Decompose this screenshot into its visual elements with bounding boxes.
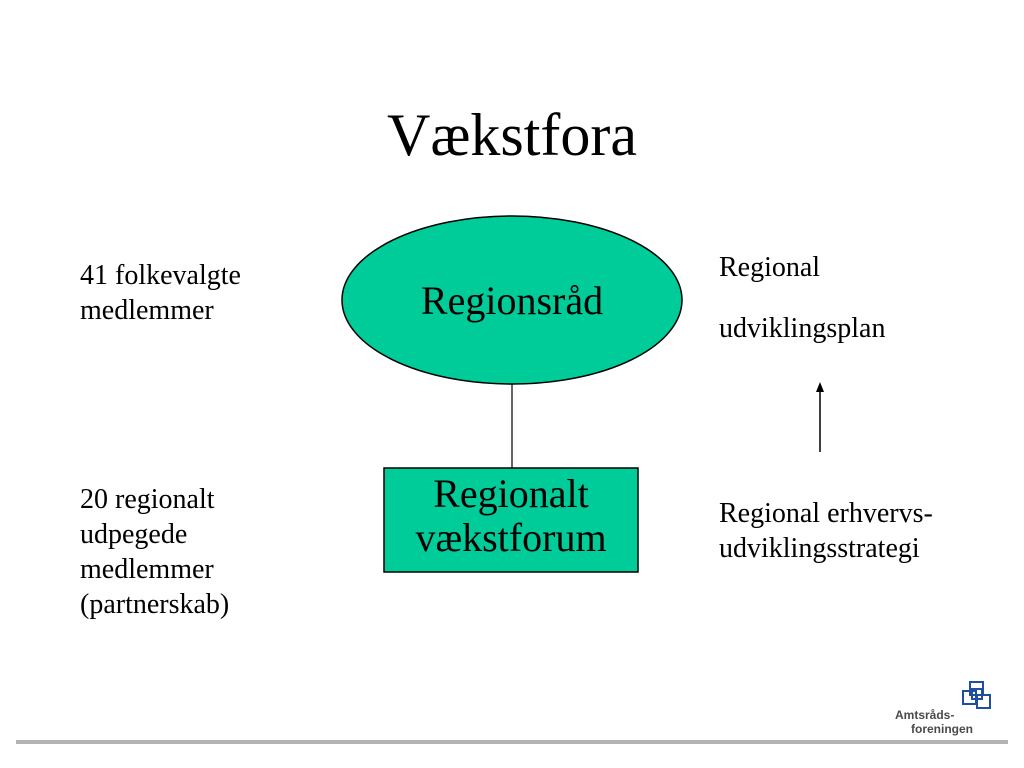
vaekstforum-label-line-1: Regionalt — [433, 471, 589, 516]
vaekstforum-node — [383, 467, 639, 573]
appointed-members-note: 20 regionalt udpegede medlemmer (partner… — [80, 482, 229, 622]
elected-members-line-1: 41 folkevalgte — [80, 260, 241, 291]
elected-members-line-2: medlemmer — [80, 295, 214, 326]
business-strategy-line-1: Regional erhvervs- — [719, 498, 933, 529]
vaekstforum-label: Regionalt vækstforum — [384, 472, 638, 560]
regionsraad-label: Regionsråd — [420, 278, 604, 323]
regional-plan-line-1: Regional — [719, 252, 821, 283]
regional-plan-line-2: udviklingsplan — [719, 313, 886, 344]
appointed-members-line-1: 20 regionalt — [80, 484, 215, 515]
up-arrow-icon — [816, 382, 824, 452]
appointed-members-line-2: udpegede — [80, 519, 188, 550]
regionsraad-node — [341, 215, 683, 385]
business-strategy-line-2: udviklingsstrategi — [719, 533, 920, 564]
overlapping-squares-logo-icon — [962, 681, 991, 709]
elected-members-note: 41 folkevalgte medlemmer — [80, 258, 241, 328]
footer-divider — [16, 740, 1008, 744]
logo-text-line-1: Amtsråds- — [895, 708, 955, 722]
slide-title: Vækstfora — [387, 102, 637, 168]
logo-text-line-2: foreningen — [911, 722, 973, 736]
vaekstforum-label-line-2: vækstforum — [415, 515, 607, 560]
amtsraadsforeningen-logo: Amtsråds- foreningen — [895, 680, 1005, 738]
appointed-members-line-4: (partnerskab) — [80, 589, 230, 620]
appointed-members-line-3: medlemmer — [80, 554, 214, 585]
business-strategy-note: Regional erhvervs- udviklingsstrategi — [719, 496, 933, 566]
